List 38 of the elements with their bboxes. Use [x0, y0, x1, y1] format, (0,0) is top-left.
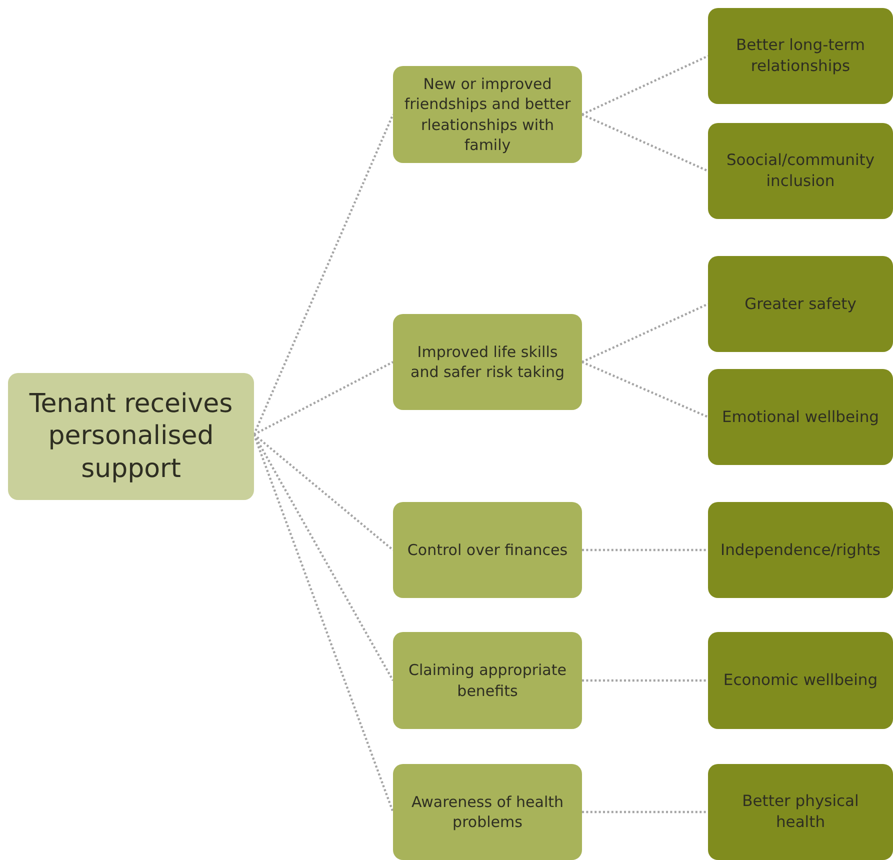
box-label: Economic wellbeing	[723, 670, 878, 691]
box-label: Soocial/community inclusion	[725, 150, 876, 192]
dotted-connector	[582, 303, 708, 363]
box-label: Control over finances	[407, 540, 568, 560]
rounded-box	[393, 502, 582, 598]
box-label: Awareness of health problems	[410, 792, 565, 832]
box-label: Better physical health	[741, 791, 860, 833]
box-label: Improved life skills and safer risk taking	[410, 342, 566, 382]
rounded-box	[708, 369, 893, 465]
box-label: Claiming appropriate benefits	[408, 660, 568, 701]
rounded-box	[708, 123, 893, 219]
dotted-connector	[254, 361, 394, 436]
rounded-box	[393, 66, 582, 163]
rounded-box	[708, 8, 893, 104]
rounded-box	[8, 373, 254, 500]
box-label: Emotional wellbeing	[722, 406, 879, 428]
rounded-box	[708, 632, 893, 729]
rounded-box	[708, 502, 893, 598]
dotted-connector	[253, 434, 394, 682]
dotted-connector	[253, 434, 394, 551]
dotted-connector	[252, 434, 394, 812]
dotted-connector	[582, 679, 708, 682]
rounded-box	[393, 314, 582, 410]
dotted-connector	[253, 114, 394, 435]
rounded-box	[393, 632, 582, 729]
box-label: Better long-term relationships	[734, 35, 866, 77]
rounded-box	[393, 764, 582, 860]
dotted-connector	[582, 548, 708, 552]
rounded-box	[708, 256, 893, 352]
dotted-connector	[582, 361, 708, 418]
box-label: Tenant receives personalised support	[28, 388, 234, 486]
dotted-connector	[582, 810, 708, 814]
rounded-box	[708, 764, 893, 860]
box-label: New or improved friendships and better rleationships with family	[403, 74, 572, 155]
dotted-connector	[582, 55, 708, 116]
box-label: Independence/rights	[720, 540, 880, 560]
dotted-connector	[582, 114, 708, 172]
box-label: Greater safety	[744, 294, 856, 314]
